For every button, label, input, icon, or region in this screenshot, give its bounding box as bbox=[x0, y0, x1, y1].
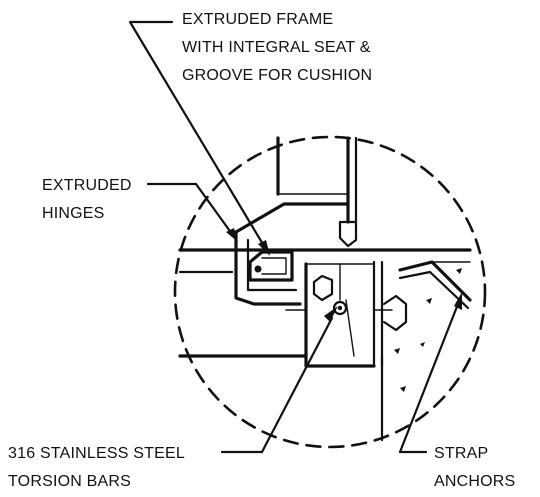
label-extruded-hinges: EXTRUDED HINGES bbox=[42, 177, 132, 222]
label-extruded-frame-line1: EXTRUDED FRAME bbox=[182, 11, 333, 28]
label-torsion-bars-line1: 316 STAINLESS STEEL bbox=[8, 445, 185, 462]
label-extruded-hinges-line1: EXTRUDED bbox=[42, 177, 132, 194]
label-extruded-frame-line3: GROOVE FOR CUSHION bbox=[182, 67, 372, 84]
label-extruded-hinges-line2: HINGES bbox=[42, 205, 105, 222]
frame-structure bbox=[178, 136, 472, 442]
label-torsion-bars: 316 STAINLESS STEEL TORSION BARS bbox=[8, 445, 185, 490]
label-extruded-frame: EXTRUDED FRAME WITH INTEGRAL SEAT & GROO… bbox=[182, 11, 372, 84]
detail-circle bbox=[173, 135, 487, 449]
label-torsion-bars-line2: TORSION BARS bbox=[8, 473, 131, 490]
leader-lines bbox=[128, 20, 462, 454]
label-extruded-frame-line2: WITH INTEGRAL SEAT & bbox=[182, 39, 371, 56]
label-strap-anchors-line1: STRAP bbox=[434, 445, 488, 462]
label-strap-anchors-line2: ANCHORS bbox=[434, 473, 515, 490]
label-strap-anchors: STRAP ANCHORS bbox=[434, 445, 515, 490]
detail-marks bbox=[254, 265, 462, 392]
